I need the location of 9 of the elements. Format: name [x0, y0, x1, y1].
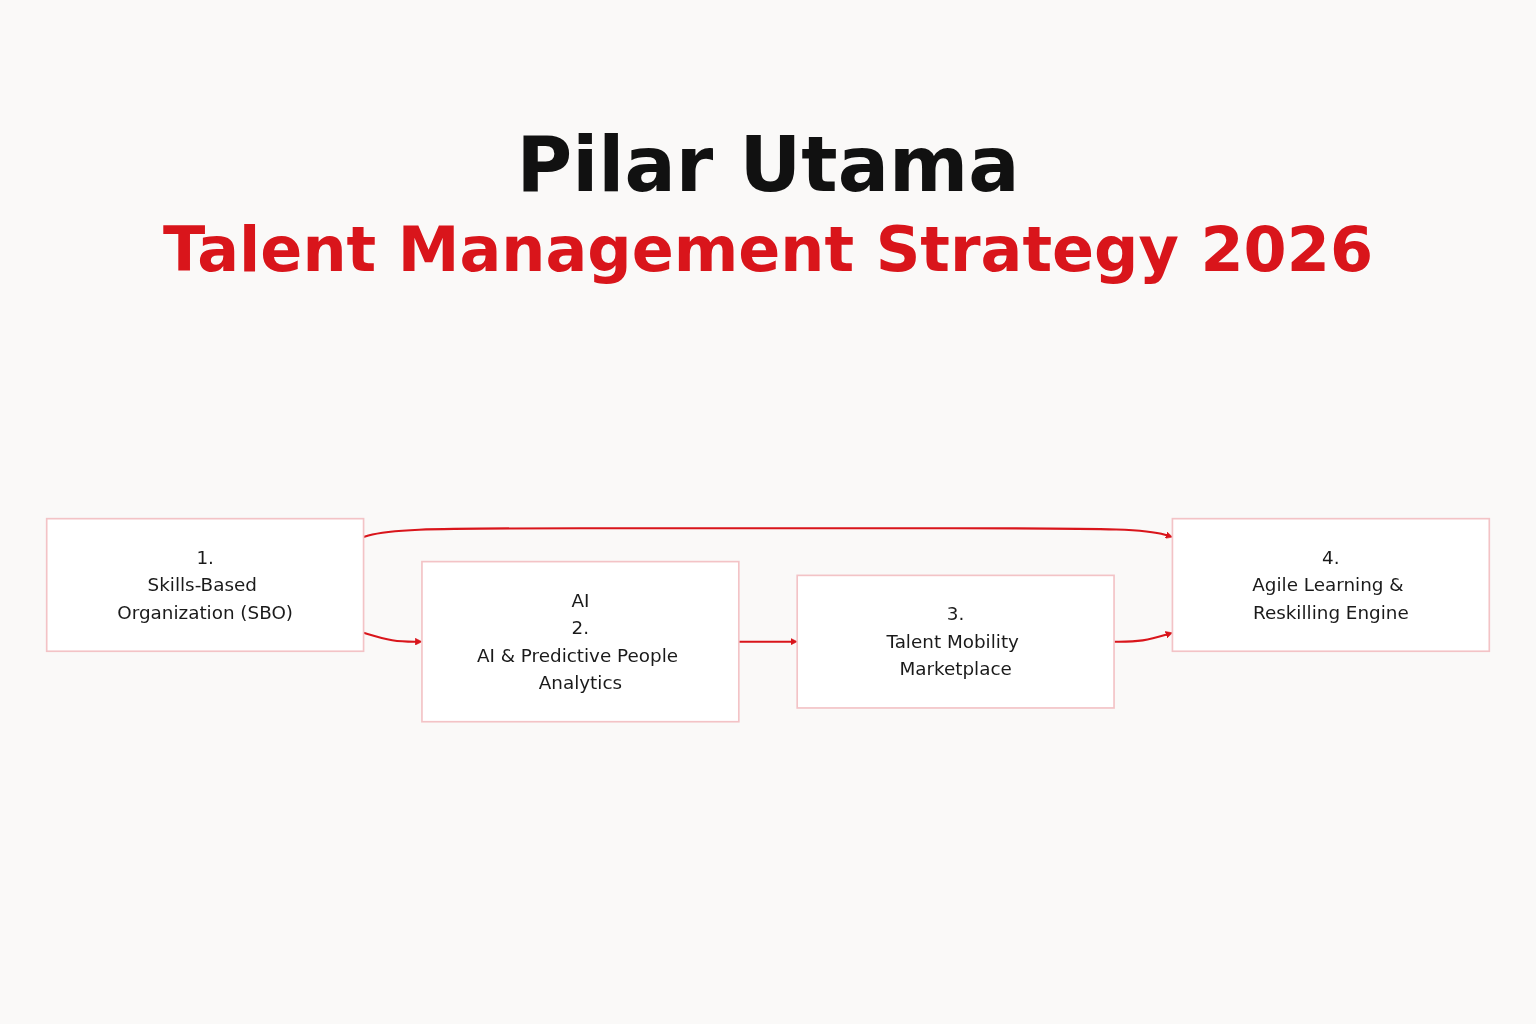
arrow [363, 527, 1173, 539]
node-box: 1. Skills-Based Organization (SBO) [45, 517, 365, 652]
node-box: 3. Talent Mobility Marketplace [796, 574, 1115, 709]
node-box: 4. Agile Learning & Reskilling Engine [1171, 517, 1491, 652]
arrow [1114, 631, 1173, 643]
arrow [738, 637, 798, 646]
title: Pilar Utama [516, 120, 1020, 209]
node-box: AI 2. AI & Predictive People Analytics [421, 560, 740, 723]
subtitle: Talent Management Strategy 2026 [162, 213, 1374, 286]
